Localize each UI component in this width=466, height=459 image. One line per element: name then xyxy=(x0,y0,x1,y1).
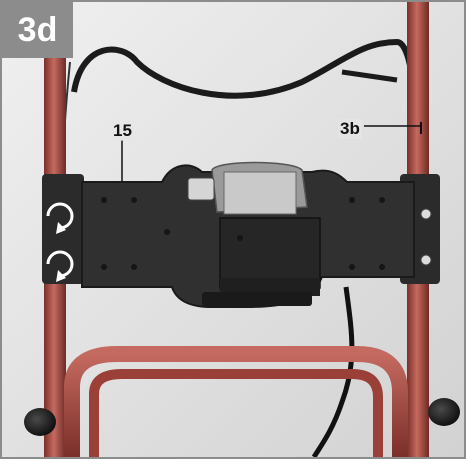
callout-handle-tube: 3b xyxy=(338,119,362,139)
right-clamp-knob xyxy=(428,398,460,426)
rotate-arrow-icon xyxy=(46,202,74,278)
left-clamp-knob xyxy=(24,408,56,436)
lower-handle-loop xyxy=(64,346,408,457)
upper-handle-bar xyxy=(71,38,415,99)
step-label: 3d xyxy=(2,2,73,58)
callout-handle-panel: 15 xyxy=(111,121,134,141)
